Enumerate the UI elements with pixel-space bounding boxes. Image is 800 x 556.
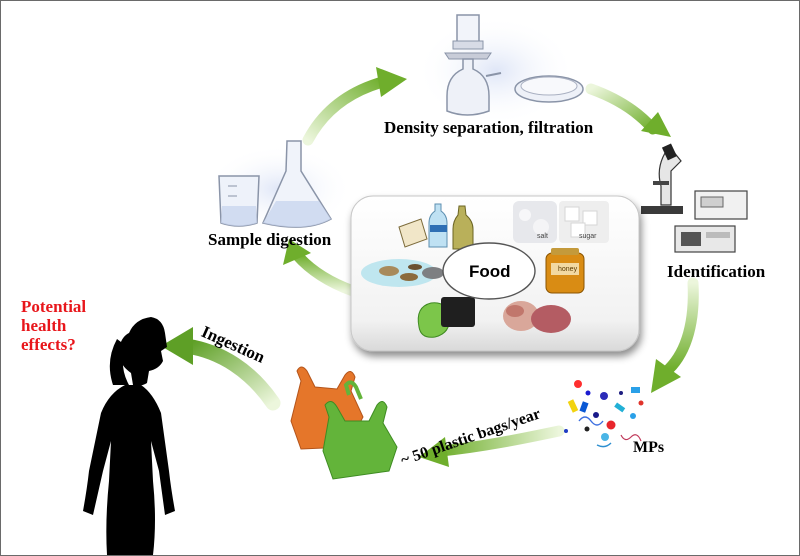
label-identification: Identification [667, 262, 766, 281]
glassware-illustration [205, 140, 353, 233]
human-silhouette [83, 317, 175, 555]
health-line-3: effects? [21, 335, 76, 355]
label-sugar: sugar [579, 233, 597, 240]
arrow-ingestion [161, 327, 281, 411]
health-line-2: health [21, 316, 67, 336]
health-line-1: Potential [21, 297, 87, 316]
food-tray [350, 195, 640, 352]
arrow-food-to-digestion [283, 239, 359, 297]
label-mps: MPs [633, 439, 665, 456]
label-potential-health-effects: Potential health effects? [21, 297, 141, 354]
arrow-filtration-to-identification [585, 83, 671, 137]
microplastics-illustration [564, 380, 644, 448]
filtration-apparatus-illustration [416, 14, 584, 126]
plastic-bags-illustration [290, 366, 398, 480]
arrow-identification-to-mps [651, 277, 699, 393]
arrow-digestion-to-filtration [302, 67, 407, 146]
label-salt: salt [537, 233, 548, 240]
arrow-mps-to-bags [419, 425, 565, 467]
label-honey: honey [558, 266, 578, 273]
label-density-separation: Density separation, filtration [384, 118, 594, 137]
microscope-illustration [641, 143, 748, 253]
label-sample-digestion: Sample digestion [208, 230, 332, 249]
label-food: Food [469, 262, 511, 281]
